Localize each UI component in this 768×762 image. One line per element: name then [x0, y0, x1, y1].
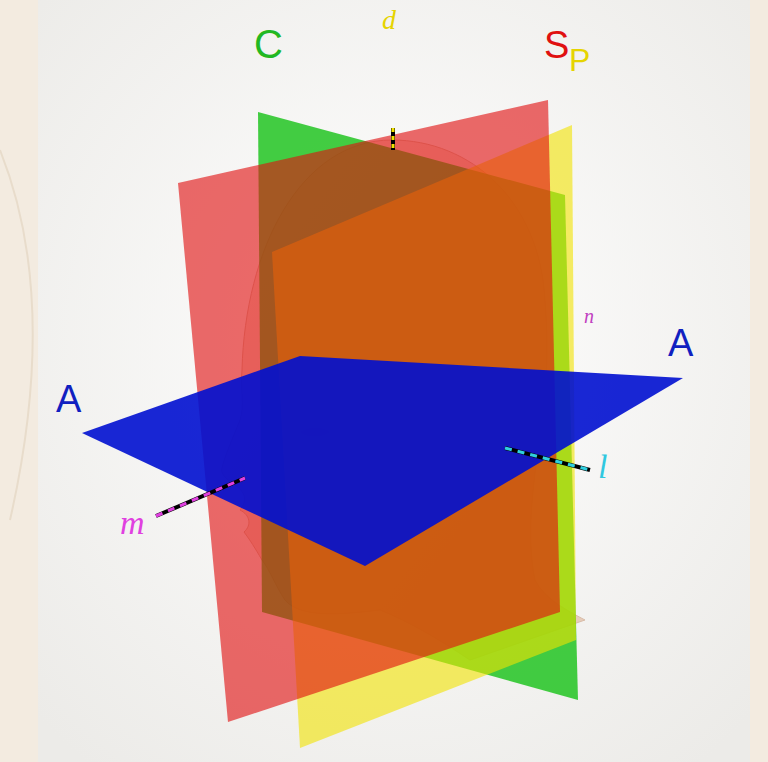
axis-line: [156, 478, 245, 516]
axis-line: [392, 128, 395, 150]
background: [38, 0, 750, 762]
plane-label: S: [544, 26, 569, 64]
plane-label: P: [569, 44, 590, 76]
plane-label: C: [254, 24, 283, 64]
axis-line: [391, 128, 395, 150]
plane-label: n: [584, 306, 594, 326]
plane-label: A: [56, 380, 81, 418]
axis-line: [505, 448, 590, 470]
plane-label: l: [598, 450, 607, 484]
axis-line: [505, 448, 590, 470]
plane-label: d: [382, 6, 396, 34]
background-curve: [0, 150, 33, 520]
plane-label: A: [668, 324, 693, 362]
axis-line: [156, 478, 245, 516]
plane-label: m: [120, 506, 145, 540]
axial-plane: [82, 356, 683, 566]
